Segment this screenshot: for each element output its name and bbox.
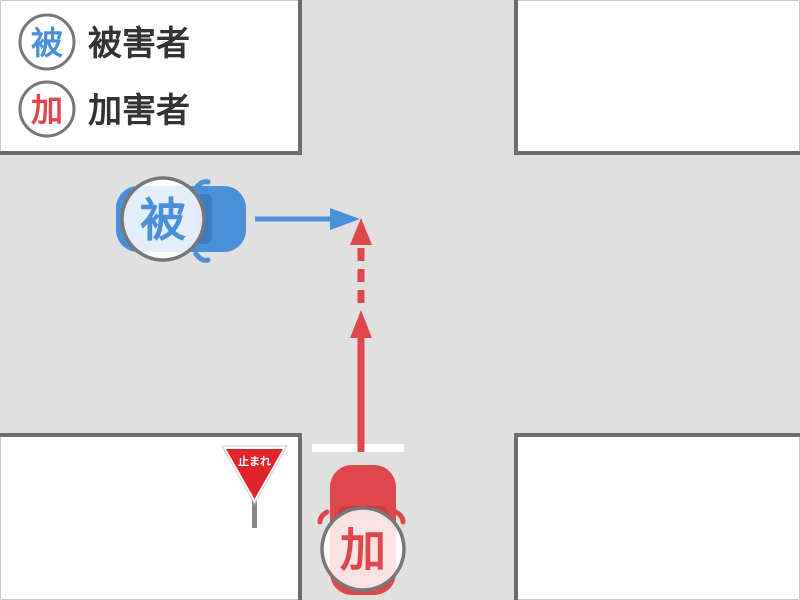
legend: 被 被害者 加 加害者 <box>18 13 190 138</box>
victim-legend-badge <box>18 13 76 71</box>
victim-legend-symbol: 被 <box>31 24 63 62</box>
perpetrator-arrowhead-upper <box>350 218 372 245</box>
victim-legend-label: 被害者 <box>88 24 190 64</box>
victim-car-badge <box>120 176 206 262</box>
perpetrator-car-symbol: 加 <box>340 523 386 577</box>
legend-item-victim: 被 被害者 <box>18 13 190 71</box>
curb-top-right <box>514 0 800 155</box>
perpetrator-legend-symbol: 加 <box>31 91 63 129</box>
perpetrator-car: 加 <box>317 465 406 595</box>
horizontal-road <box>0 153 800 435</box>
perpetrator-legend-badge <box>18 80 76 138</box>
stop-sign-text: 止まれ <box>238 454 271 468</box>
perpetrator-car-badge <box>320 506 406 592</box>
stop-sign: 止まれ <box>221 445 288 528</box>
victim-car: 被 <box>116 176 246 263</box>
curb-bottom-right <box>514 433 800 600</box>
perpetrator-legend-label: 加害者 <box>88 91 190 131</box>
victim-movement-arrow <box>255 208 360 230</box>
victim-car-symbol: 被 <box>140 193 186 247</box>
curb-bottom-left <box>0 433 302 600</box>
perpetrator-movement-arrow <box>350 218 372 452</box>
stop-sign-post <box>252 496 257 528</box>
curb-top-left <box>0 0 302 155</box>
legend-item-perpetrator: 加 加害者 <box>18 80 190 138</box>
victim-arrowhead <box>330 208 360 230</box>
stop-sign-face <box>226 449 283 499</box>
perpetrator-car-side-mirrors <box>317 509 406 525</box>
perpetrator-arrowhead-lower <box>350 310 372 338</box>
